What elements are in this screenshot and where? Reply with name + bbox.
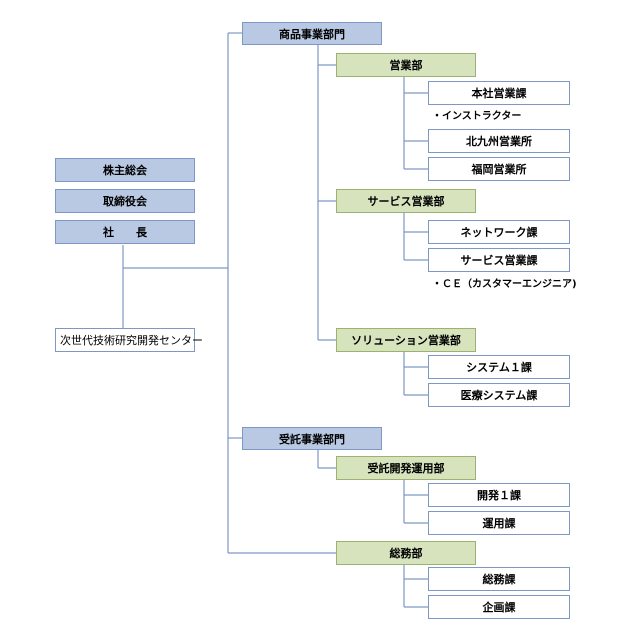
president-box: 社 長	[55, 220, 195, 244]
president-label: 社 長	[103, 226, 147, 239]
section-label: 運用課	[482, 517, 516, 530]
section-box: 企画課	[428, 595, 570, 619]
rd-center-label: 次世代技術研究開発センター	[60, 334, 203, 347]
section-label: 開発１課	[477, 489, 521, 502]
dev-ops-dept-label: 受託開発運用部	[367, 462, 445, 475]
section-box: 運用課	[428, 511, 570, 535]
section-label: 福岡営業所	[471, 163, 527, 176]
sales-dept-label: 営業部	[389, 59, 423, 72]
contract-division-label: 受託事業部門	[279, 432, 345, 446]
section-box: 医療システム課	[428, 383, 570, 407]
section-box: サービス営業課	[428, 248, 570, 272]
rd-center-box: 次世代技術研究開発センター	[55, 328, 203, 352]
solution-sales-dept-box: ソリューション営業部	[336, 328, 476, 352]
section-label: サービス営業課	[460, 254, 538, 267]
shareholders-meeting-label: 株主総会	[103, 164, 147, 177]
section-box: 開発１課	[428, 483, 570, 507]
section-box: 本社営業課	[428, 81, 570, 105]
dev-ops-dept-box: 受託開発運用部	[336, 456, 476, 480]
section-box: ネットワーク課	[428, 220, 570, 244]
solution-sales-dept-label: ソリューション営業部	[351, 334, 461, 347]
section-label: システム１課	[466, 361, 532, 374]
section-label: 総務課	[482, 573, 516, 586]
instructor-note: ・インストラクター	[432, 111, 522, 122]
service-sales-dept-box: サービス営業部	[336, 189, 476, 213]
board-of-directors-box: 取締役会	[55, 189, 195, 213]
section-label: 医療システム課	[460, 389, 538, 402]
general-affairs-dept-label: 総務部	[389, 547, 423, 560]
section-box: 福岡営業所	[428, 157, 570, 181]
section-label: 北九州営業所	[466, 135, 532, 148]
product-division-label: 商品事業部門	[279, 27, 345, 41]
service-sales-dept-label: サービス営業部	[367, 195, 445, 208]
product-division-box: 商品事業部門	[242, 22, 382, 45]
general-affairs-dept-box: 総務部	[336, 541, 476, 565]
section-label: 企画課	[482, 601, 516, 614]
section-box: 北九州営業所	[428, 129, 570, 153]
sales-dept-box: 営業部	[336, 53, 476, 77]
customer-engineer-note: ・ＣＥ（カスタマーエンジニア)	[432, 279, 577, 290]
contract-division-box: 受託事業部門	[242, 427, 382, 450]
board-of-directors-label: 取締役会	[103, 195, 147, 208]
section-label: ネットワーク課	[460, 226, 538, 239]
section-label: 本社営業課	[471, 87, 527, 100]
shareholders-meeting-box: 株主総会	[55, 158, 195, 182]
section-box: 総務課	[428, 567, 570, 591]
section-box: システム１課	[428, 355, 570, 379]
